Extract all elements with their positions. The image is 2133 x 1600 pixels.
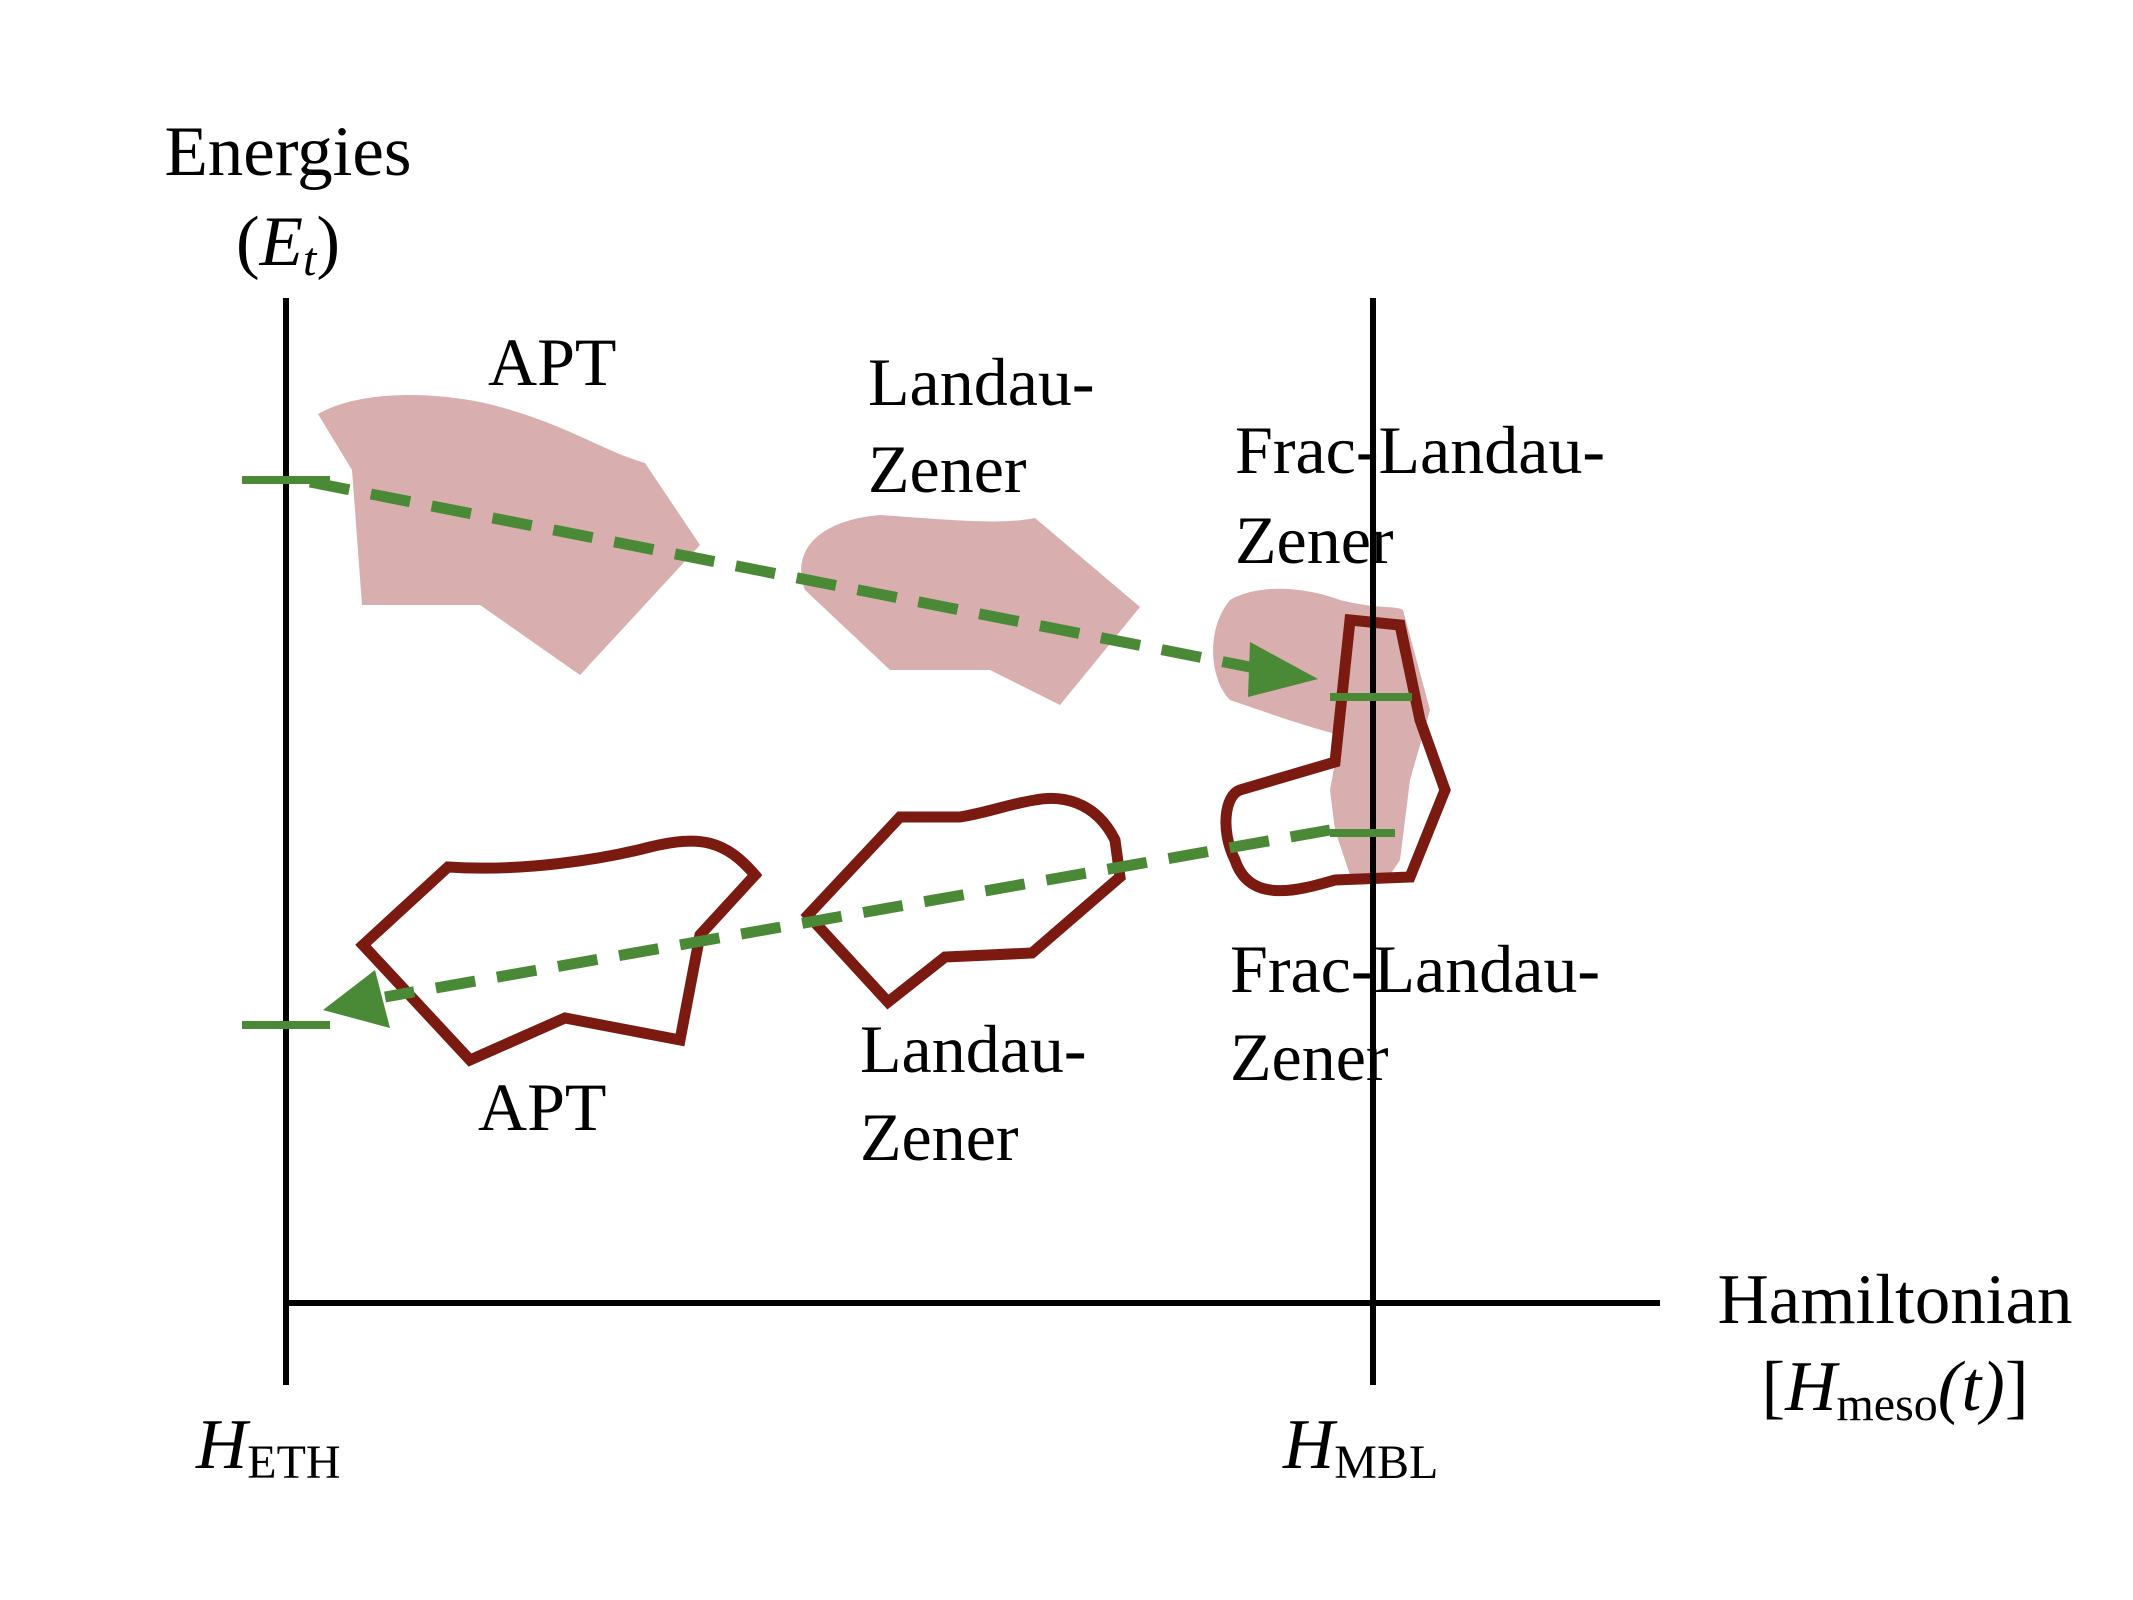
process-arrows <box>308 476 1331 1003</box>
frac-landau-zener-region-bottom <box>1220 613 1451 897</box>
landau-zener-label-top-line2: Zener <box>868 431 1027 507</box>
apt-label-top: APT <box>488 324 616 400</box>
frac-landau-zener-label-top-line1: Frac-Landau- <box>1235 412 1605 488</box>
landau-zener-label-bottom-line1: Landau- <box>860 1011 1087 1087</box>
reverse-arrow-line <box>384 824 1331 1003</box>
apt-label-bottom: APT <box>478 1069 606 1145</box>
h-mbl-label: HMBL <box>1282 1406 1438 1489</box>
h-eth-label: HETH <box>195 1406 341 1489</box>
frac-landau-zener-label-top-line2: Zener <box>1235 502 1394 578</box>
forward-arrow-line <box>308 476 1267 676</box>
landau-zener-region-top <box>801 515 1140 705</box>
y-axis-title-line2: (Et) <box>236 203 340 286</box>
frac-landau-zener-label-bottom-line2: Zener <box>1230 1019 1389 1095</box>
x-axis-title-line2: [Hmeso(t)] <box>1762 1348 2029 1431</box>
reverse-arrowhead <box>323 970 390 1028</box>
frac-landau-zener-label-bottom-line1: Frac-Landau- <box>1230 931 1600 1007</box>
x-axis-title-line1: Hamiltonian <box>1718 1261 2073 1339</box>
landau-zener-label-top-line1: Landau- <box>868 344 1095 420</box>
arrowheads <box>323 642 1318 1028</box>
apt-region-bottom <box>355 835 763 1067</box>
forward-arrowhead <box>1248 642 1318 697</box>
landau-zener-label-bottom-line2: Zener <box>860 1099 1019 1175</box>
y-axis-title-line1: Energies <box>164 113 411 191</box>
apt-region-top <box>318 394 700 675</box>
